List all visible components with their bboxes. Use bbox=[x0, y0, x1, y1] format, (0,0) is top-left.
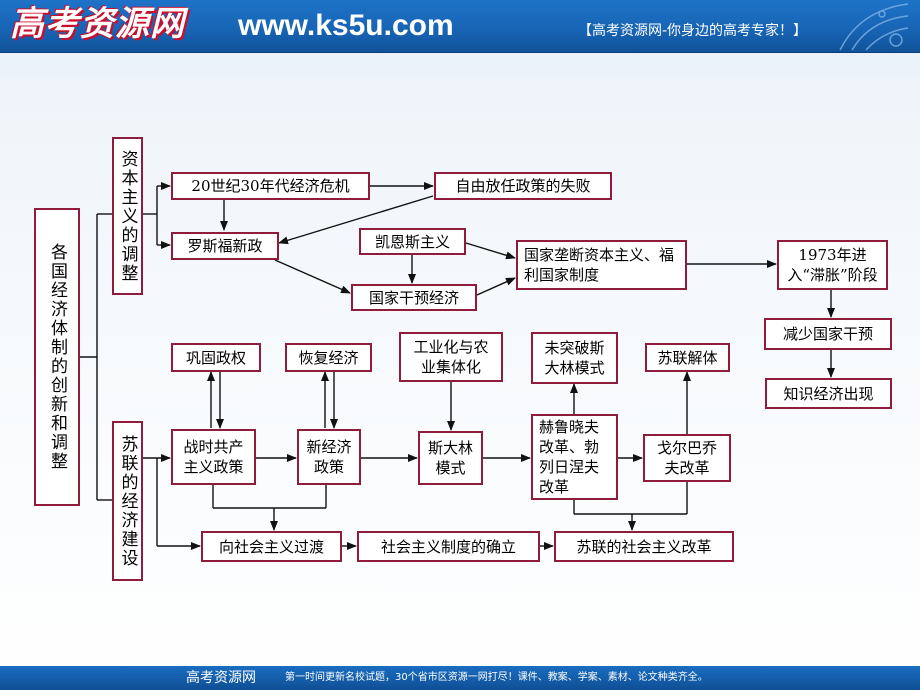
node-gorbachev-reform: 戈尔巴乔夫改革 bbox=[643, 434, 731, 482]
node-stalin-model: 斯大林模式 bbox=[418, 431, 483, 485]
site-slogan: 【高考资源网-你身边的高考专家！】 bbox=[578, 23, 808, 39]
node-keynesianism: 凯恩斯主义 bbox=[359, 228, 466, 255]
root-node: 各国经济体制的创新和调整 bbox=[34, 208, 80, 506]
node-khrushchev-reform: 赫鲁晓夫改革、勃列日涅夫改革 bbox=[531, 414, 618, 500]
header-bar: 高考资源网 www.ks5u.com 【高考资源网-你身边的高考专家！】 bbox=[0, 0, 920, 53]
node-state-monopoly: 国家垄断资本主义、福利国家制度 bbox=[516, 240, 687, 290]
site-logo[interactable]: 高考资源网 bbox=[10, 4, 185, 44]
branch-capitalism: 资本主义的调整 bbox=[112, 137, 143, 295]
node-no-breakthrough: 未突破斯大林模式 bbox=[531, 332, 618, 384]
node-system-established: 社会主义制度的确立 bbox=[357, 531, 540, 562]
node-laissez-faire-failure: 自由放任政策的失败 bbox=[434, 172, 612, 200]
node-state-monopoly-label: 国家垄断资本主义、福利国家制度 bbox=[524, 246, 675, 284]
node-state-intervention: 国家干预经济 bbox=[351, 284, 477, 311]
node-crisis-1930s: 20世纪30年代经济危机 bbox=[171, 172, 370, 200]
node-industrialization: 工业化与农业集体化 bbox=[399, 332, 503, 382]
node-consolidate-power: 巩固政权 bbox=[171, 343, 261, 372]
node-nep: 新经济政策 bbox=[297, 429, 361, 485]
node-soviet-reform: 苏联的社会主义改革 bbox=[554, 531, 734, 562]
node-restore-economy: 恢复经济 bbox=[285, 343, 372, 372]
node-war-communism: 战时共产主义政策 bbox=[171, 429, 256, 485]
footer-brand[interactable]: 高考资源网 bbox=[186, 670, 256, 686]
site-url[interactable]: www.ks5u.com bbox=[238, 9, 454, 42]
footer-text: 第一时间更新名校试题，30个省市区资源一网打尽！课件、教案、学案、素材、论文种类… bbox=[285, 672, 708, 683]
node-roosevelt-new-deal: 罗斯福新政 bbox=[171, 232, 279, 260]
node-reduce-intervention: 减少国家干预 bbox=[764, 318, 892, 350]
branch-soviet: 苏联的经济建设 bbox=[112, 421, 143, 581]
footer-bar: 高考资源网 第一时间更新名校试题，30个省市区资源一网打尽！课件、教案、学案、素… bbox=[0, 666, 920, 690]
node-knowledge-economy: 知识经济出现 bbox=[765, 378, 892, 409]
node-transition: 向社会主义过渡 bbox=[201, 531, 342, 562]
decorative-swirl-icon bbox=[839, 3, 909, 51]
node-soviet-collapse: 苏联解体 bbox=[645, 343, 730, 372]
node-stagflation: 1973年进入“滞胀”阶段 bbox=[777, 240, 888, 290]
